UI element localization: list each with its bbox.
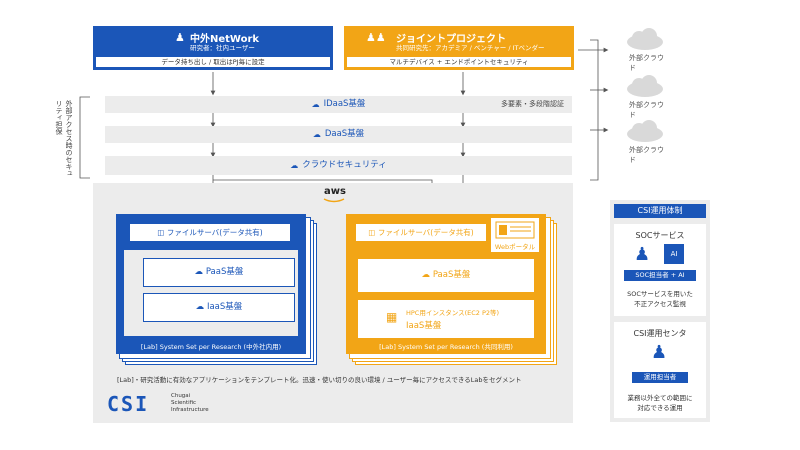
joint-title: ジョイントプロジェクト: [396, 34, 506, 45]
monitor-icon: ☁: [312, 130, 321, 139]
daas-label: DaaS基盤: [324, 129, 365, 139]
hpc-label: HPC用インスタンス(EC2 P2等): [406, 309, 500, 317]
chugai-note: データ持ち出し / 取出はPJ毎に設定: [96, 57, 330, 67]
soc-card: SOCサービス ♟ AI SOC担当者 + AI SOCサービスを用いた 不正ア…: [614, 224, 706, 316]
operator-icon: ♟: [651, 342, 668, 363]
soc-badge: SOC担当者 + AI: [624, 270, 696, 281]
right-paas-box: ☁ PaaS基盤: [358, 259, 534, 292]
external-cloud-label: 外部クラウド: [629, 101, 664, 119]
ops-center-title: CSI運用センタ: [633, 329, 687, 338]
left-services-area: ☁ PaaS基盤 ☁ IaaS基盤: [124, 250, 298, 336]
cloud-icon: [627, 75, 663, 97]
web-portal-label: Webポータル: [494, 243, 536, 251]
cloud-icon: [627, 120, 663, 142]
aws-panel: aws ◫ ファイルサーバ(データ共有) ☁ PaaS基盤 ☁ IaaS基盤 […: [93, 183, 573, 423]
cloud-security-layer: ☁クラウドセキュリティ: [105, 156, 572, 175]
soc-desc-1: SOCサービスを用いた: [627, 290, 693, 298]
soc-title: SOCサービス: [635, 231, 685, 240]
chugai-title: 中外NetWork: [190, 34, 260, 45]
idaas-layer: ☁IDaaS基盤 多要素・多段階認証: [105, 96, 572, 113]
external-cloud-1: 外部クラウド: [625, 28, 665, 72]
aws-logo: aws: [324, 186, 346, 197]
external-cloud-label: 外部クラウド: [629, 146, 664, 164]
idaas-note: 多要素・多段階認証: [501, 100, 564, 108]
chugai-network-box: ♟ 中外NetWork 研究者：社内ユーザー データ持ち出し / 取出はPJ毎に…: [93, 26, 333, 70]
right-iaas-label: IaaS基盤: [406, 321, 442, 331]
left-lab-box: ◫ ファイルサーバ(データ共有) ☁ PaaS基盤 ☁ IaaS基盤 [Lab]…: [116, 214, 306, 354]
external-cloud-2: 外部クラウド: [625, 75, 665, 119]
cloud-icon: [627, 28, 663, 50]
joint-subtitle: 共同研究先：アカデミア / ベンチャー / ITベンダー: [396, 44, 545, 52]
iaas-icon: ☁: [195, 302, 207, 312]
web-portal-box: Webポータル: [491, 218, 539, 252]
group-icon: ♟♟: [366, 31, 386, 44]
soc-desc-2: 不正アクセス監視: [634, 300, 686, 308]
idaas-label: IDaaS基盤: [323, 99, 366, 109]
portal-window-icon: [495, 221, 535, 239]
cloud-security-label: クラウドセキュリティ: [302, 160, 387, 170]
left-iaas-box: ☁ IaaS基盤: [143, 293, 295, 322]
chugai-subtitle: 研究者：社内ユーザー: [190, 44, 255, 52]
joint-note: マルチデバイス + エンドポイントセキュリティ: [347, 57, 571, 67]
ops-center-desc-2: 対応できる運用: [637, 404, 683, 412]
operator-icon: ♟: [634, 244, 651, 265]
csi-logo-text: Chugai Scientific Infrastructure: [171, 393, 209, 413]
right-lab-footer: [Lab] System Set per Research (共同利用): [379, 343, 513, 351]
lab-caption: [Lab]・研究活動に有効なアプリケーションをテンプレート化。迅速・使い切りの良…: [117, 376, 522, 384]
left-lab-footer: [Lab] System Set per Research (中外社内用): [140, 343, 282, 351]
ops-center-badge: 運用担当者: [632, 372, 688, 383]
database-icon: ◫: [368, 228, 378, 237]
external-cloud-3: 外部クラウド: [625, 120, 665, 164]
security-side-label: 外部アクセス時のセキュリティ担保: [55, 100, 73, 177]
user-icon: ♟: [175, 31, 185, 44]
left-file-server: ◫ ファイルサーバ(データ共有): [130, 224, 290, 241]
left-paas-box: ☁ PaaS基盤: [143, 258, 295, 287]
paas-icon: ☁: [194, 267, 206, 277]
right-file-server: ◫ ファイルサーバ(データ共有): [356, 224, 486, 241]
paas-icon: ☁: [421, 270, 433, 280]
csi-logo-letters: CSI: [107, 392, 150, 416]
joint-project-box: ♟♟ ジョイントプロジェクト 共同研究先：アカデミア / ベンチャー / ITベ…: [344, 26, 574, 70]
server-icon: ▦: [386, 310, 398, 324]
ops-center-desc-1: 業務以外全ての範囲に: [627, 394, 693, 402]
external-cloud-label: 外部クラウド: [629, 54, 664, 72]
database-icon: ◫: [157, 228, 167, 237]
ai-icon: AI: [664, 244, 684, 264]
right-iaas-box: ▦ HPC用インスタンス(EC2 P2等) IaaS基盤: [358, 300, 534, 338]
csi-ops-title: CSI運用体制: [614, 204, 706, 218]
daas-layer: ☁DaaS基盤: [105, 126, 572, 143]
csi-ops-panel: CSI運用体制 SOCサービス ♟ AI SOC担当者 + AI SOCサービス…: [610, 200, 710, 422]
ops-center-card: CSI運用センタ ♟ 運用担当者 業務以外全ての範囲に 対応できる運用: [614, 322, 706, 418]
right-lab-box: ◫ ファイルサーバ(データ共有) Webポータル ☁ PaaS基盤 ▦ HPC用…: [346, 214, 546, 354]
shield-cloud-icon: ☁: [290, 161, 299, 170]
aws-smile-icon: [323, 198, 345, 203]
lock-icon: ☁: [311, 100, 320, 109]
